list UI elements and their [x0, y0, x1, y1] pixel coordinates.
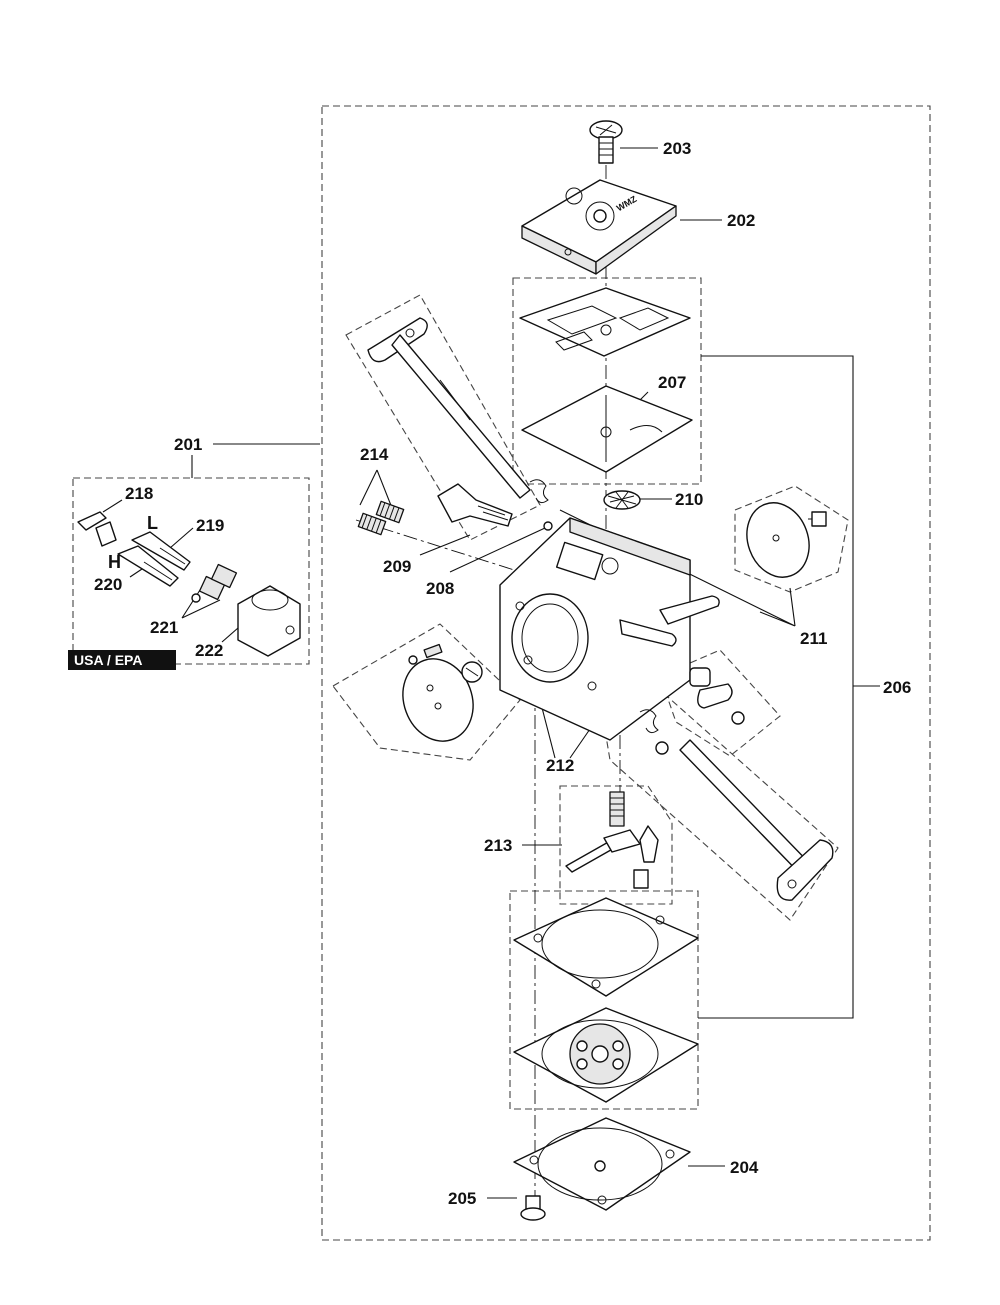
leader-206	[698, 355, 880, 1019]
high-needle-220-icon	[117, 545, 179, 587]
fuel-screen-210-icon	[603, 490, 641, 510]
leader-214	[359, 469, 393, 509]
leader-218	[102, 499, 123, 513]
label-211: 211	[800, 629, 827, 648]
label-207: 207	[658, 373, 686, 392]
limiter-cap-218-icon	[77, 511, 117, 547]
label-needle-high: H	[108, 552, 121, 572]
label-206: 206	[883, 678, 911, 697]
metering-diaphragm-icon	[513, 1007, 699, 1103]
label-201: 201	[174, 435, 202, 454]
label-209: 209	[383, 557, 411, 576]
leader-219	[169, 527, 194, 549]
throttle-shaft-icon	[367, 317, 549, 504]
leader-201	[191, 443, 320, 478]
leader-222	[221, 627, 239, 643]
metering-gasket-icon	[513, 897, 699, 997]
gasket-kit-frame-upper	[512, 277, 702, 485]
needle-lever-frame	[559, 785, 673, 905]
label-203: 203	[663, 139, 691, 158]
throttle-plate-212-icon	[402, 643, 483, 742]
region-badge	[68, 650, 176, 670]
adjuster-kit-frame	[72, 477, 310, 665]
springs-214-icon	[357, 500, 405, 536]
throttle-shaft-frame	[345, 294, 541, 541]
label-210: 210	[675, 490, 703, 509]
inlet-needle-209-icon	[437, 483, 553, 531]
choke-shaft-icon	[639, 709, 834, 901]
label-204: 204	[730, 1158, 759, 1177]
springs-221-icon	[191, 563, 238, 603]
leader-208	[449, 527, 546, 573]
choke-detent-icon	[689, 667, 745, 725]
screw-205-icon	[520, 1195, 546, 1221]
region-badge-text: USA / EPA	[74, 652, 142, 668]
choke-plate-frame	[734, 485, 849, 593]
label-205: 205	[448, 1189, 476, 1208]
label-202: 202	[727, 211, 755, 230]
label-218: 218	[125, 484, 153, 503]
leader-209	[419, 534, 471, 556]
label-222: 222	[195, 641, 223, 660]
metering-cover-204-icon	[513, 1117, 691, 1211]
label-221: 221	[150, 618, 178, 637]
assembly-frame-201	[321, 105, 931, 1241]
metering-lever-213-icon	[565, 791, 659, 889]
pump-cover-202-icon: WMZ	[521, 179, 677, 275]
throttle-plate-frame	[332, 623, 521, 761]
label-214: 214	[360, 445, 389, 464]
pump-gasket-207-icon	[519, 287, 693, 473]
carburetor-body-icon	[499, 517, 720, 741]
label-212: 212	[546, 756, 574, 775]
label-219: 219	[196, 516, 224, 535]
needle-axis-line	[355, 519, 531, 576]
adjuster-body-222-icon	[237, 585, 301, 657]
label-208: 208	[426, 579, 454, 598]
screw-203-icon	[589, 120, 623, 164]
label-220: 220	[94, 575, 122, 594]
gasket-kit-frame-lower	[509, 890, 699, 1110]
choke-detent-frame	[659, 649, 781, 757]
label-213: 213	[484, 836, 512, 855]
choke-plate-211-icon	[746, 502, 827, 578]
label-needle-low: L	[147, 513, 158, 533]
low-needle-219-icon	[131, 531, 191, 571]
